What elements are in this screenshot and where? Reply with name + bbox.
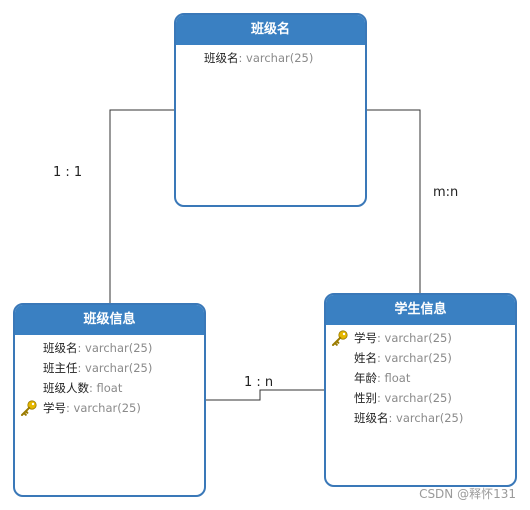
field-type: : float	[89, 381, 123, 395]
entity-title: 班级信息	[15, 305, 204, 335]
field-type: : varchar(25)	[388, 411, 464, 425]
relation-label-one-to-many: 1 : n	[244, 375, 274, 390]
field-list: 学号: varchar(25) 姓名: varchar(25) 年龄: floa…	[326, 325, 515, 428]
field-row: 班级名: varchar(25)	[326, 408, 515, 428]
connector-class-name-to-student-info	[366, 109, 421, 293]
relation-label-one-to-one: 1 : 1	[53, 165, 83, 180]
field-name: 性别	[354, 391, 377, 405]
field-row: 性别: varchar(25)	[326, 388, 515, 408]
entity-title: 班级名	[176, 15, 365, 45]
key-icon	[332, 330, 348, 346]
field-name: 班级名	[43, 341, 78, 355]
field-row: 年龄: float	[326, 368, 515, 388]
field-name: 班主任	[43, 361, 78, 375]
field-type: : varchar(25)	[66, 401, 141, 415]
watermark: CSDN @释怀131	[419, 487, 516, 501]
entity-class-name[interactable]: 班级名 班级名: varchar(25)	[174, 13, 367, 207]
field-type: : varchar(25)	[377, 351, 452, 365]
connector-class-info-to-student-info	[205, 389, 325, 401]
field-name: 学号	[354, 331, 377, 345]
field-name: 年龄	[354, 371, 377, 385]
field-row: 班级名: varchar(25)	[15, 338, 204, 358]
field-list: 班级名: varchar(25)	[176, 45, 365, 68]
field-type: : varchar(25)	[377, 331, 452, 345]
field-row: 学号: varchar(25)	[326, 328, 515, 348]
connector-class-name-to-class-info	[109, 109, 175, 303]
field-name: 姓名	[354, 351, 377, 365]
field-type: : varchar(25)	[238, 51, 314, 65]
field-type: : varchar(25)	[77, 361, 153, 375]
entity-title: 学生信息	[326, 295, 515, 325]
field-name: 学号	[43, 401, 66, 415]
key-icon	[21, 400, 37, 416]
field-list: 班级名: varchar(25) 班主任: varchar(25) 班级人数: …	[15, 335, 204, 418]
field-row: 学号: varchar(25)	[15, 398, 204, 418]
entity-student-info[interactable]: 学生信息 学号: varchar(25) 姓名: varchar(25) 年龄:…	[324, 293, 517, 487]
field-row: 班级人数: float	[15, 378, 204, 398]
field-name: 班级人数	[43, 381, 89, 395]
field-name: 班级名	[204, 51, 239, 65]
field-type: : float	[377, 371, 411, 385]
field-type: : varchar(25)	[377, 391, 452, 405]
field-type: : varchar(25)	[77, 341, 153, 355]
field-row: 班主任: varchar(25)	[15, 358, 204, 378]
field-row: 姓名: varchar(25)	[326, 348, 515, 368]
relation-label-many-to-many: m:n	[433, 185, 459, 200]
entity-class-info[interactable]: 班级信息 班级名: varchar(25) 班主任: varchar(25) 班…	[13, 303, 206, 497]
field-name: 班级名	[354, 411, 389, 425]
field-row: 班级名: varchar(25)	[176, 48, 365, 68]
